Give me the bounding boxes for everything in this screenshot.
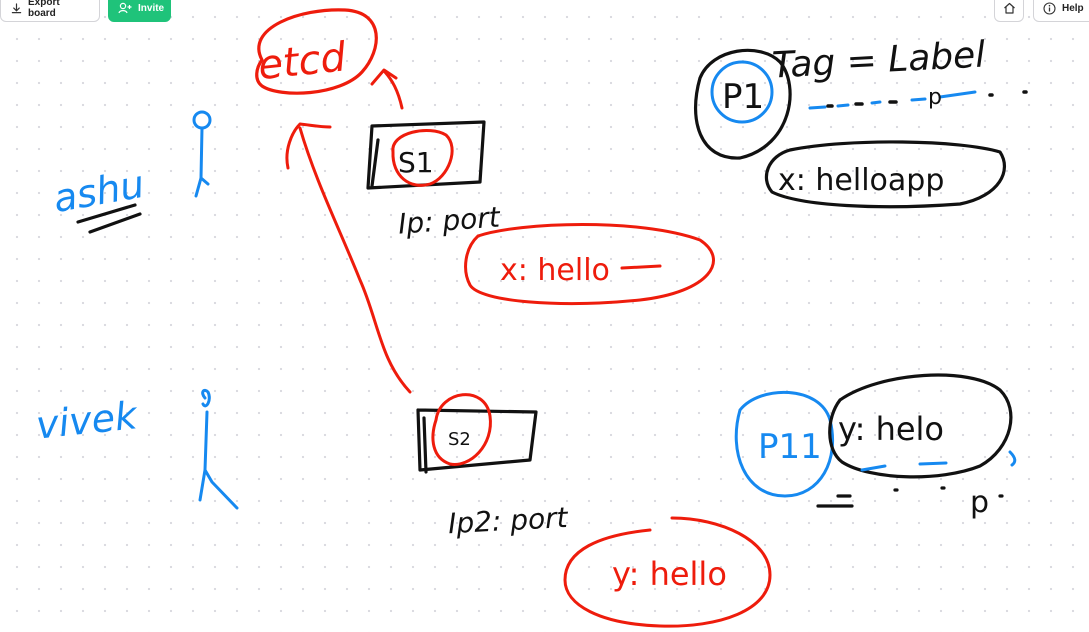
tag-label-p-text: p xyxy=(928,85,942,110)
s1-circle xyxy=(391,129,454,187)
etcd-ellipse xyxy=(255,8,378,95)
ip-port-2-text: Ip2: port xyxy=(447,501,569,540)
tag-label-black-dots xyxy=(826,90,1028,108)
p11-black-dots xyxy=(816,486,1004,508)
vivek-pod-icon xyxy=(198,388,239,510)
ashu-text: ashu xyxy=(50,162,148,221)
y-helo-black: y: helo xyxy=(828,373,1017,479)
ashu-underline xyxy=(76,203,142,234)
tag-label-text: Tag = Label xyxy=(771,35,986,87)
help-label: Help xyxy=(1062,2,1084,14)
help-button[interactable]: Help xyxy=(1033,0,1089,22)
x-hello-red: x: hello xyxy=(464,223,715,305)
s1-box: S1 xyxy=(366,120,486,190)
x-hello-red-text: x: hello xyxy=(500,253,610,288)
export-board-label: Export board xyxy=(28,0,60,19)
invite-label: Invite xyxy=(138,2,165,14)
y-helo-text: y: helo xyxy=(838,410,944,448)
red-arrow-s1-to-etcd xyxy=(370,68,404,110)
vivek-text: vivek xyxy=(34,393,141,448)
x-hello-app-black: x: helloapp xyxy=(764,140,1006,209)
y-helo-blue-marks xyxy=(860,450,1017,472)
red-arrow-s2-to-etcd xyxy=(285,122,412,394)
etcd-group: etcd xyxy=(255,8,378,95)
s2-box: S2 xyxy=(416,393,538,474)
s2-text: S2 xyxy=(448,429,471,450)
x-hello-app-text: x: helloapp xyxy=(778,163,944,198)
s2-circle xyxy=(431,393,492,466)
y-hello-red: y: hello xyxy=(563,516,772,628)
p11-p-text: p xyxy=(970,485,989,520)
ashu-pod-icon xyxy=(192,110,212,198)
home-icon xyxy=(1003,2,1016,14)
home-button[interactable] xyxy=(994,0,1024,22)
etcd-text: etcd xyxy=(256,34,349,89)
s1-text: S1 xyxy=(398,146,434,179)
p1-text: P1 xyxy=(722,77,764,117)
export-board-button[interactable]: Export board xyxy=(0,0,100,22)
p1-node: P1 xyxy=(693,48,792,160)
p11-node: P11 xyxy=(734,390,835,498)
p11-text: P11 xyxy=(758,427,822,467)
add-user-icon xyxy=(118,2,132,14)
info-icon xyxy=(1043,1,1056,15)
tag-label-blue-dashes xyxy=(808,90,977,110)
y-hello-red-text: y: hello xyxy=(612,555,727,593)
download-icon xyxy=(11,2,22,14)
invite-button[interactable]: Invite xyxy=(108,0,171,22)
